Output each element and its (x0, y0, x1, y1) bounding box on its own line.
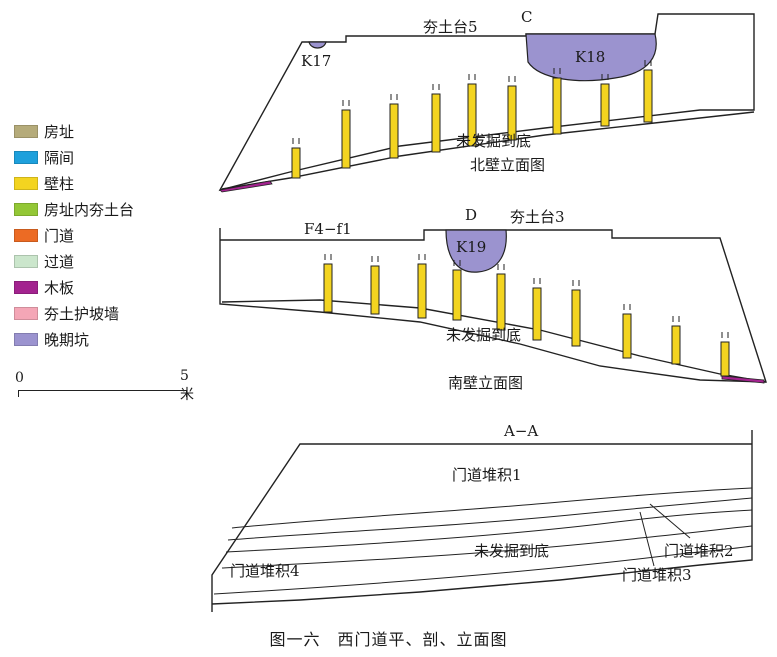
pillar (720, 341, 730, 377)
legend-item: 壁柱 (14, 170, 134, 196)
legend-item: 晚期坑 (14, 326, 134, 352)
pillar (323, 263, 333, 313)
legend-swatch (14, 150, 38, 164)
figure-caption: 图一六 西门道平、剖、立面图 (269, 630, 508, 649)
k18-pit (525, 33, 657, 82)
legend-item: 过道 (14, 248, 134, 274)
legend-item: 木板 (14, 274, 134, 300)
legend-swatch (14, 306, 38, 320)
pillar (467, 83, 477, 147)
north-rammed-label: 夯土台5 (423, 18, 478, 36)
south-board (721, 375, 765, 384)
legend-swatch (14, 124, 38, 138)
pillar (571, 289, 581, 347)
north-letter: C (521, 8, 532, 26)
north-title: 北壁立面图 (470, 156, 545, 174)
south-rammed-label: 夯土台3 (510, 208, 565, 226)
legend-label: 夯土护坡墙 (44, 304, 120, 323)
deposit-3-label: 门道堆积3 (622, 566, 692, 584)
scale-bar: 0 5米 (15, 368, 194, 403)
aa-unexcavated-label: 未发掘到底 (474, 542, 549, 560)
legend: 房址隔间壁柱房址内夯土台门道过道木板夯土护坡墙晚期坑 (14, 118, 134, 352)
aa-layer-1 (231, 487, 753, 529)
north-pillars (291, 60, 653, 179)
aa-layer-2 (227, 497, 753, 541)
pillar (370, 265, 380, 315)
south-letter: D (465, 206, 477, 224)
legend-swatch (14, 176, 38, 190)
deposit-1-label: 门道堆积1 (452, 466, 522, 484)
legend-item: 门道 (14, 222, 134, 248)
scale-tick-right (186, 390, 187, 397)
aa-layer-3 (225, 509, 753, 553)
pillar (431, 93, 441, 153)
pillar (341, 109, 351, 169)
pillar (496, 273, 506, 331)
legend-label: 木板 (44, 278, 75, 297)
k19-label: K19 (456, 238, 486, 256)
legend-label: 门道 (44, 226, 75, 245)
legend-label: 壁柱 (44, 174, 75, 193)
legend-swatch (14, 280, 38, 294)
legend-label: 过道 (44, 252, 75, 271)
deposit-2-label: 门道堆积2 (664, 542, 734, 560)
north-outline (218, 13, 755, 192)
scale-tick-left (18, 390, 19, 397)
legend-item: 隔间 (14, 144, 134, 170)
pillar (417, 263, 427, 319)
pillar (643, 69, 653, 123)
south-title: 南壁立面图 (448, 374, 523, 392)
pillar (452, 269, 462, 321)
legend-label: 房址 (44, 122, 75, 141)
pillar (622, 313, 632, 359)
scale-five-label: 5米 (180, 368, 194, 403)
legend-swatch (14, 254, 38, 268)
pillar (389, 103, 399, 159)
legend-item: 房址 (14, 118, 134, 144)
k17-label: K17 (301, 52, 331, 70)
pillar (671, 325, 681, 365)
aa-title: A−A (503, 422, 538, 440)
legend-item: 夯土护坡墙 (14, 300, 134, 326)
pillar (291, 147, 301, 179)
scale-zero-label: 0 (15, 370, 24, 386)
pillar (532, 287, 542, 341)
aa-section (211, 430, 753, 612)
aa-layer-5 (213, 545, 753, 595)
north-board (219, 180, 273, 193)
aa-outline (211, 430, 753, 612)
k19-pit (445, 229, 507, 273)
k17-pit (308, 41, 327, 49)
legend-item: 房址内夯土台 (14, 196, 134, 222)
k18-label: K18 (575, 48, 605, 66)
aa-layer-4 (221, 525, 753, 569)
legend-swatch (14, 202, 38, 216)
legend-label: 房址内夯土台 (44, 200, 135, 219)
leader-deposit-3 (639, 511, 655, 567)
south-f4-label: F4−f1 (304, 220, 352, 238)
north-unexcavated-label: 未发掘到底 (456, 132, 531, 150)
legend-label: 隔间 (44, 148, 75, 167)
north-bottom-line (221, 111, 755, 190)
south-unexcavated-label: 未发掘到底 (446, 326, 521, 344)
leader-deposit-2 (649, 503, 691, 539)
pillar (600, 83, 610, 127)
scale-line (18, 390, 186, 391)
pillar (507, 85, 517, 141)
deposit-4-label: 门道堆积4 (230, 562, 300, 580)
pillar (552, 77, 562, 135)
legend-swatch (14, 332, 38, 346)
legend-label: 晚期坑 (44, 330, 90, 349)
legend-swatch (14, 228, 38, 242)
south-pillars (323, 254, 730, 377)
